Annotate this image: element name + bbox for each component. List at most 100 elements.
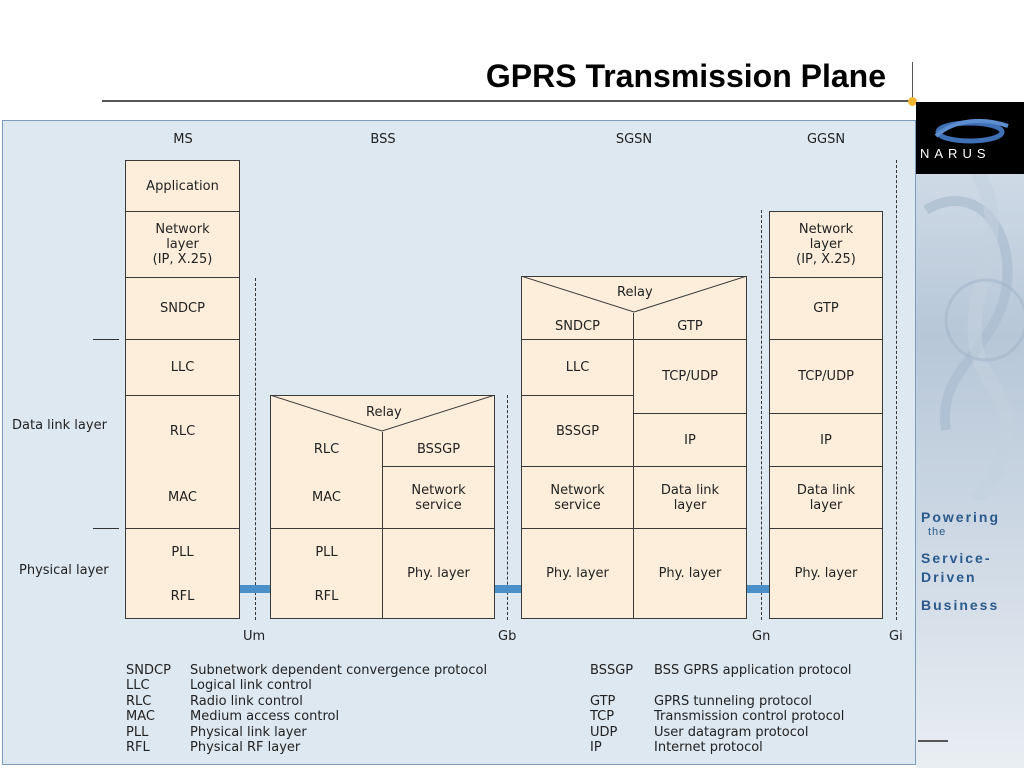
gn-interface-line <box>761 210 762 620</box>
bss-rfl-layer: RFL <box>270 575 383 619</box>
ggsn-network-text-1: Network <box>799 222 853 237</box>
node-label-ms: MS <box>123 132 243 147</box>
sgsn-bssgp-layer: BSSGP <box>521 395 634 467</box>
sgsn-bssgp-text: BSSGP <box>556 424 599 439</box>
tagline-line-5: Business <box>921 597 999 613</box>
node-label-sgsn: SGSN <box>574 132 694 147</box>
bss-mac-layer: MAC <box>270 466 383 529</box>
legend-desc: Subnetwork dependent convergence protoco… <box>190 663 487 678</box>
narus-logo <box>916 102 1024 174</box>
gb-link-connector <box>495 585 521 593</box>
tagline-line-1: Powering <box>921 509 1000 525</box>
sgsn-sndcp-layer: SNDCP <box>521 313 634 340</box>
legend-abbr: RLC <box>126 694 190 709</box>
legend-item: MACMedium access control <box>126 709 487 724</box>
title-underline <box>102 100 912 102</box>
ms-pll-layer: PLL <box>125 528 240 576</box>
sgsn-llc-layer: LLC <box>521 339 634 396</box>
ms-mac-layer: MAC <box>125 466 240 529</box>
ggsn-tcpudp-layer: TCP/UDP <box>769 339 883 414</box>
legend-abbr: PLL <box>126 725 190 740</box>
interface-label-gi: Gi <box>889 629 903 644</box>
sgsn-phy-layer-right: Phy. layer <box>633 528 747 619</box>
bottom-accent-rule <box>918 740 948 742</box>
sgsn-sndcp-text: SNDCP <box>555 319 600 334</box>
data-link-layer-label: Data link layer <box>12 418 107 433</box>
bss-ns-text-1: Network <box>411 483 465 498</box>
sgsn-ip-text: IP <box>684 433 696 448</box>
sgsn-dl-text-2: layer <box>674 498 707 513</box>
ggsn-network-text-3: (IP, X.25) <box>796 252 856 267</box>
sgsn-relay-text: Relay <box>617 285 653 300</box>
sgsn-dl-text-1: Data link <box>661 483 719 498</box>
sgsn-phy-right-text: Phy. layer <box>659 566 722 581</box>
legend-abbr: TCP <box>590 709 654 724</box>
ggsn-ip-text: IP <box>820 433 832 448</box>
sgsn-data-link-layer: Data link layer <box>633 466 747 529</box>
ms-llc-layer: LLC <box>125 339 240 396</box>
bss-mac-text: MAC <box>312 490 341 505</box>
ms-network-text-1: Network <box>155 222 209 237</box>
legend-item: IPInternet protocol <box>590 740 852 755</box>
bss-rlc-layer: RLC <box>270 432 383 467</box>
bss-relay-text: Relay <box>366 405 402 420</box>
bss-rlc-text: RLC <box>314 442 339 457</box>
legend-abbr: IP <box>590 740 654 755</box>
bss-pll-text: PLL <box>315 545 337 560</box>
tagline-line-2: the <box>928 526 946 538</box>
ms-rfl-layer: RFL <box>125 575 240 619</box>
ms-rfl-text: RFL <box>171 589 195 604</box>
sgsn-llc-text: LLC <box>566 360 590 375</box>
bss-bssgp-text: BSSGP <box>417 442 460 457</box>
legend-desc: Physical RF layer <box>190 740 300 755</box>
legend-desc: Internet protocol <box>654 740 763 755</box>
bss-phy-layer: Phy. layer <box>382 528 495 619</box>
ggsn-gtp-text: GTP <box>813 301 838 316</box>
physical-layer-label: Physical layer <box>19 563 109 578</box>
tagline-line-4: Driven <box>921 569 977 585</box>
bss-relay-block: Relay <box>270 395 495 433</box>
node-label-bss: BSS <box>323 132 443 147</box>
ms-pll-text: PLL <box>171 545 193 560</box>
legend-item: GTPGPRS tunneling protocol <box>590 694 852 709</box>
title-vertical-rule <box>912 62 913 102</box>
legend-desc: User datagram protocol <box>654 725 808 740</box>
sgsn-tcpudp-layer: TCP/UDP <box>633 339 747 414</box>
interface-label-gn: Gn <box>752 629 770 644</box>
legend-desc: Logical link control <box>190 678 312 693</box>
legend-desc: Transmission control protocol <box>654 709 844 724</box>
legend-abbr: UDP <box>590 725 654 740</box>
ms-rlc-text: RLC <box>170 424 195 439</box>
sgsn-tcpudp-text: TCP/UDP <box>662 369 718 384</box>
bss-ns-text-2: service <box>415 498 462 513</box>
legend-desc: Physical link layer <box>190 725 307 740</box>
legend-abbr: GTP <box>590 694 654 709</box>
ms-sndcp-text: SNDCP <box>160 301 205 316</box>
narus-logo-text: NARUS <box>920 146 991 161</box>
legend-item: PLLPhysical link layer <box>126 725 487 740</box>
gi-interface-line <box>896 160 897 620</box>
data-link-bottom-rule <box>93 528 119 529</box>
legend-abbr: RFL <box>126 740 190 755</box>
ggsn-phy-text: Phy. layer <box>795 566 858 581</box>
bss-network-service-layer: Network service <box>382 466 495 529</box>
ggsn-ip-layer: IP <box>769 413 883 467</box>
legend-abbr: BSSGP <box>590 663 654 678</box>
ms-llc-text: LLC <box>171 360 195 375</box>
sgsn-ns-text-1: Network <box>550 483 604 498</box>
ms-network-text-3: (IP, X.25) <box>153 252 213 267</box>
sgsn-gtp-layer: GTP <box>633 313 747 340</box>
data-link-top-rule <box>93 339 119 340</box>
bss-phy-text: Phy. layer <box>407 566 470 581</box>
ms-sndcp-layer: SNDCP <box>125 277 240 340</box>
um-link-connector <box>240 585 270 593</box>
bss-bssgp-layer: BSSGP <box>382 432 495 467</box>
sgsn-phy-left-text: Phy. layer <box>546 566 609 581</box>
ggsn-network-layer: Network layer (IP, X.25) <box>769 211 883 278</box>
